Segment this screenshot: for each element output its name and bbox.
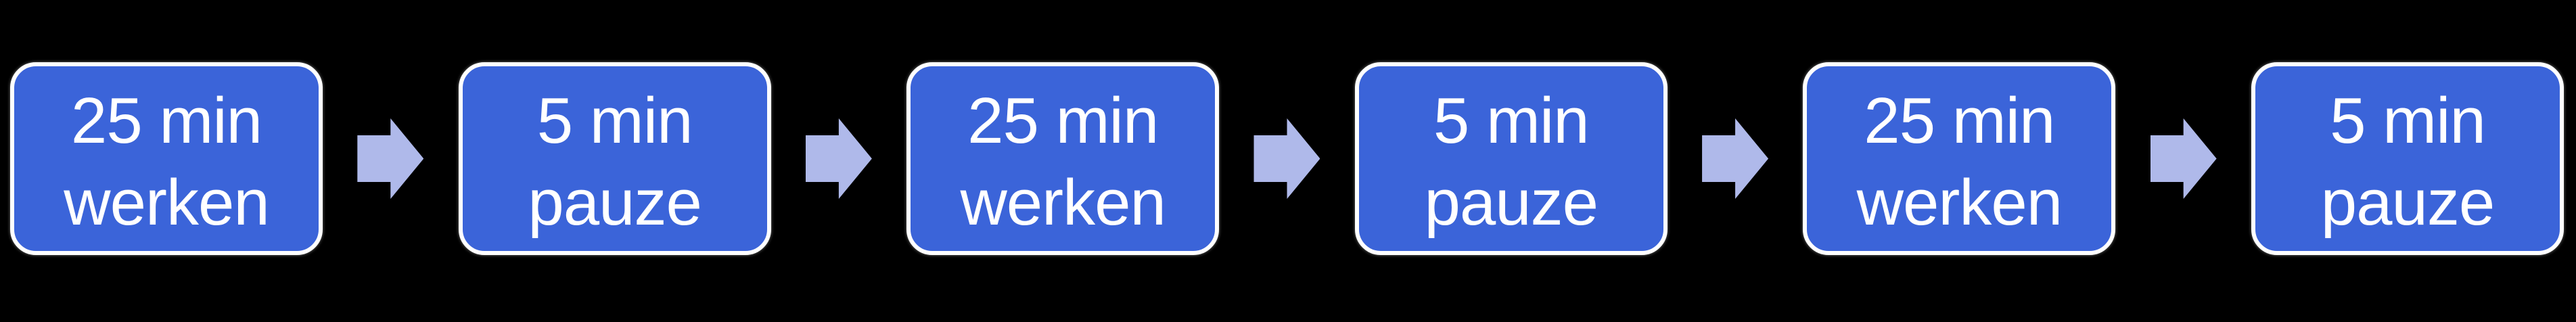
step-activity-label: werken bbox=[64, 166, 269, 239]
step-box-6: 5 min pauze bbox=[2251, 62, 2564, 255]
arrow-right-icon bbox=[1254, 118, 1320, 199]
step-box-4: 5 min pauze bbox=[1354, 62, 1668, 255]
step-box-3: 25 min werken bbox=[906, 62, 1220, 255]
step-duration-label: 25 min bbox=[1864, 84, 2055, 157]
step-activity-label: pauze bbox=[528, 166, 702, 239]
step-activity-label: werken bbox=[960, 166, 1166, 239]
step-duration-label: 5 min bbox=[1433, 84, 1590, 157]
step-box-5: 25 min werken bbox=[1803, 62, 2116, 255]
step-duration-label: 25 min bbox=[967, 84, 1159, 157]
step-duration-label: 5 min bbox=[536, 84, 693, 157]
arrow-right-icon bbox=[357, 118, 424, 199]
step-activity-label: pauze bbox=[2320, 166, 2496, 239]
step-activity-label: werken bbox=[1856, 166, 2063, 239]
arrow-right-icon bbox=[2150, 118, 2217, 199]
step-duration-label: 25 min bbox=[70, 84, 262, 157]
step-activity-label: pauze bbox=[1424, 166, 1599, 239]
step-box-2: 5 min pauze bbox=[458, 62, 771, 255]
step-duration-label: 5 min bbox=[2330, 84, 2486, 157]
arrow-right-icon bbox=[1702, 118, 1769, 199]
arrow-right-icon bbox=[805, 118, 872, 199]
step-box-1: 25 min werken bbox=[10, 62, 323, 255]
